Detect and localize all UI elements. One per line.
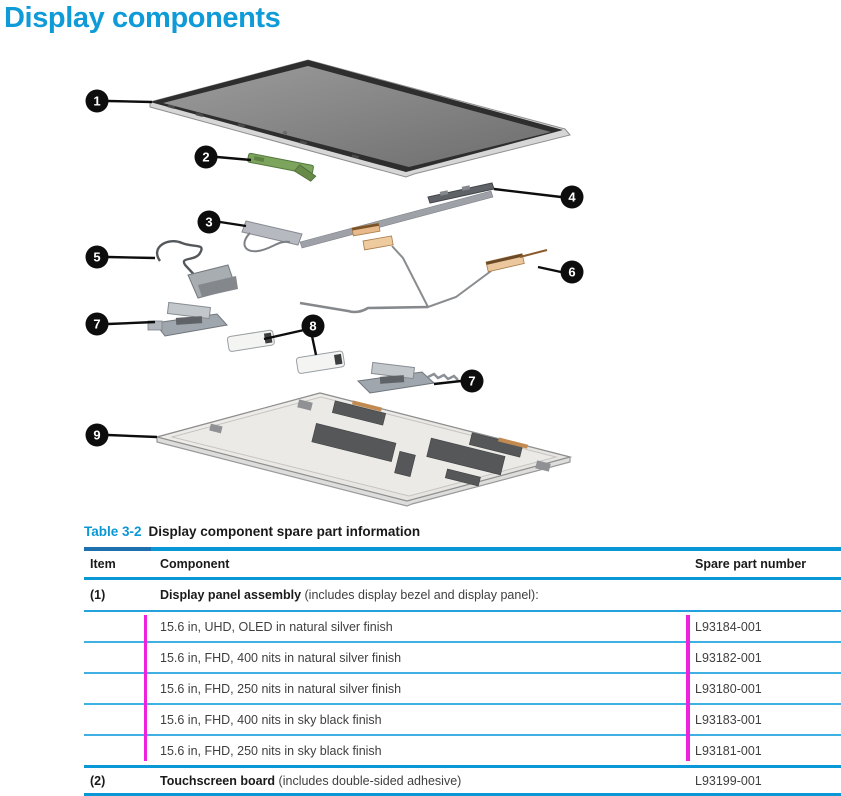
callout-9-badge: 9 (85, 423, 109, 447)
row-component: Touchscreen board (includes double-sided… (160, 773, 462, 788)
callout-6-badge: 6 (560, 260, 584, 284)
part-3-display-cable (241, 190, 494, 253)
table-row: 15.6 in, UHD, OLED in natural silver fin… (84, 612, 841, 643)
part-8-hinge-covers (226, 329, 345, 374)
display-components-exploded-diagram: 1 2 3 4 5 6 7 8 7 9 (85, 59, 584, 507)
part-7-hinge-left (147, 301, 228, 337)
svg-text:6: 6 (568, 265, 575, 280)
table-top-rule-dark-segment (84, 547, 151, 551)
svg-text:2: 2 (202, 150, 209, 165)
table-row: 15.6 in, FHD, 250 nits in sky black fini… (84, 736, 841, 768)
part-1-display-panel-assembly (149, 59, 571, 178)
row-spare-number: L93184-001 (695, 619, 762, 634)
svg-text:7: 7 (93, 317, 100, 332)
change-bar-right (686, 615, 690, 761)
column-header-spare-part-number: Spare part number (695, 557, 807, 571)
callout-badges: 1 2 3 4 5 6 7 8 7 9 (85, 89, 584, 447)
row-spare-number: L93182-001 (695, 650, 762, 665)
svg-text:4: 4 (568, 190, 576, 205)
change-bar-left (143, 615, 147, 761)
callout-8-badge: 8 (301, 314, 325, 338)
webcam-dot-icon (282, 130, 288, 136)
part-9-back-cover (154, 392, 573, 507)
spare-parts-table: Table 3-2 Display component spare part in… (84, 524, 841, 796)
callout-leader-lines (107, 99, 562, 439)
callout-1-badge: 1 (85, 89, 109, 113)
callout-7-right-badge: 7 (460, 369, 484, 393)
svg-text:7: 7 (468, 374, 475, 389)
column-header-component: Component (160, 557, 230, 571)
part-7-hinge-right (356, 361, 459, 394)
part-5-cable (156, 240, 238, 299)
table-row: (2) Touchscreen board (includes double-s… (84, 768, 841, 796)
callout-4-badge: 4 (560, 185, 584, 209)
table-caption: Table 3-2 Display component spare part in… (84, 524, 841, 540)
callout-2-badge: 2 (194, 145, 218, 169)
row-component: 15.6 in, FHD, 400 nits in sky black fini… (160, 712, 382, 727)
callout-5-badge: 5 (85, 245, 109, 269)
column-header-item: Item (90, 557, 116, 571)
row-item-number: (2) (90, 773, 106, 788)
part-6-antenna-kit (299, 222, 548, 314)
row-component: 15.6 in, FHD, 400 nits in natural silver… (160, 650, 402, 665)
row-spare-number: L93183-001 (695, 712, 762, 727)
row-item-number: (1) (90, 588, 106, 602)
callout-3-badge: 3 (197, 210, 221, 234)
table-header-row: Item Component Spare part number (84, 551, 841, 580)
row-component: Display panel assembly (includes display… (160, 588, 539, 602)
page-title: Display components (4, 2, 281, 34)
table-caption-title: Display component spare part information (148, 524, 421, 539)
table-caption-label: Table 3-2 (84, 524, 142, 539)
svg-text:5: 5 (93, 250, 100, 265)
table-top-rule (84, 547, 841, 551)
table-row: 15.6 in, FHD, 250 nits in natural silver… (84, 674, 841, 705)
row-spare-number: L93199-001 (695, 773, 762, 788)
svg-text:3: 3 (205, 215, 212, 230)
svg-text:9: 9 (93, 428, 100, 443)
part-2-touchscreen-board (247, 152, 317, 182)
table-row: 15.6 in, FHD, 400 nits in natural silver… (84, 643, 841, 674)
row-component: 15.6 in, UHD, OLED in natural silver fin… (160, 619, 393, 634)
table-row: (1) Display panel assembly (includes dis… (84, 580, 841, 612)
callout-7-left-badge: 7 (85, 312, 109, 336)
svg-text:8: 8 (309, 319, 316, 334)
table-row: 15.6 in, FHD, 400 nits in sky black fini… (84, 705, 841, 736)
row-component: 15.6 in, FHD, 250 nits in sky black fini… (160, 743, 382, 758)
row-spare-number: L93180-001 (695, 681, 762, 696)
row-spare-number: L93181-001 (695, 743, 762, 758)
svg-text:1: 1 (93, 94, 100, 109)
row-component: 15.6 in, FHD, 250 nits in natural silver… (160, 681, 402, 696)
